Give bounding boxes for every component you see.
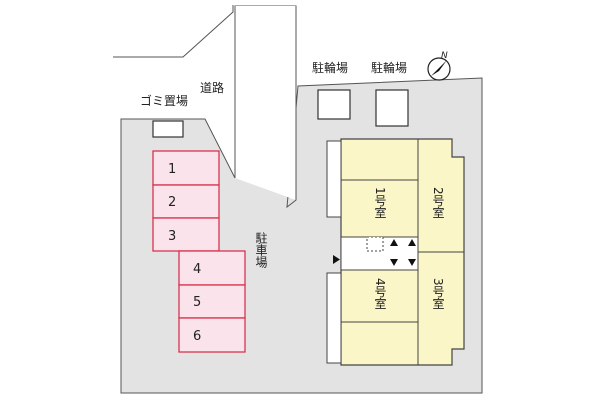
room-label-4-text: 4号室: [373, 278, 387, 310]
door-marker: [408, 259, 416, 266]
parking-stall[interactable]: [152, 184, 220, 219]
room-label-2-text: 2号室: [431, 187, 445, 219]
road-channel: [235, 6, 296, 200]
room-label-1-text: 1号室: [373, 187, 387, 219]
stair-landing: [366, 236, 384, 252]
apartment-building: [326, 138, 465, 366]
balcony-upper: [326, 140, 342, 218]
stall-number-1: 1: [168, 162, 176, 177]
entrance-arrow-marker: [333, 255, 340, 264]
parking-stall[interactable]: [178, 250, 246, 286]
parking-vertical-label: 駐車場: [254, 231, 268, 269]
room-label-3-text: 3号室: [431, 278, 445, 310]
bike-parking-box-2: [375, 89, 409, 127]
stall-number-2: 2: [168, 195, 176, 210]
balcony-lower: [326, 272, 342, 364]
garbage-label: ゴミ置場: [140, 93, 188, 108]
door-marker: [390, 259, 398, 266]
stall-number-6: 6: [193, 329, 201, 344]
road-curve-line: [113, 5, 234, 58]
door-marker: [408, 239, 416, 246]
stall-number-5: 5: [193, 295, 201, 310]
parking-stall[interactable]: [152, 150, 220, 186]
road-channel-edge: [234, 6, 297, 200]
parking-stall[interactable]: [178, 317, 246, 353]
room-label-4: 4号室: [373, 278, 387, 310]
north-compass-icon: N: [427, 51, 451, 81]
room-label-1: 1号室: [373, 187, 387, 219]
parking-stall[interactable]: [152, 217, 220, 252]
bike-parking-label-1: 駐輪場: [312, 60, 348, 75]
door-marker: [390, 239, 398, 246]
garbage-box: [152, 120, 184, 138]
entrance-corridor: [340, 236, 419, 271]
stall-number-3: 3: [168, 229, 176, 244]
bike-parking-box-1: [317, 89, 351, 120]
room-label-3: 3号室: [431, 278, 445, 310]
road-label: 道路: [200, 80, 224, 95]
stall-number-4: 4: [193, 262, 201, 277]
north-mark: N: [441, 51, 448, 61]
parking-stall[interactable]: [178, 284, 246, 319]
bike-parking-label-2: 駐輪場: [371, 60, 407, 75]
room-label-2: 2号室: [431, 187, 445, 219]
parking-stalls: [152, 150, 246, 353]
